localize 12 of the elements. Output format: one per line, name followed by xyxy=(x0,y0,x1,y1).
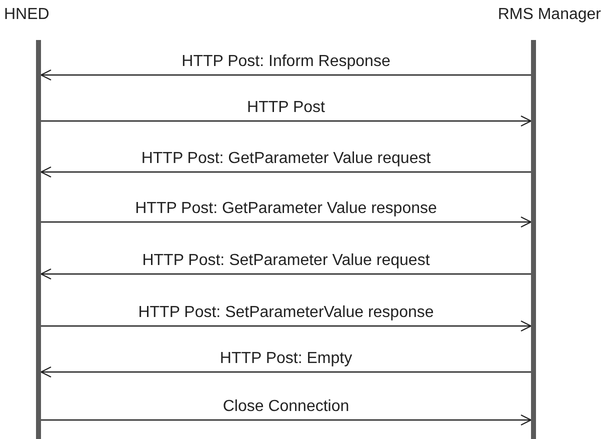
arrow xyxy=(41,115,532,127)
participant-name: HNED xyxy=(4,6,50,24)
edge-label: HTTP Post: Inform Response xyxy=(180,53,392,71)
arrow xyxy=(40,69,531,81)
arrow xyxy=(40,268,531,280)
participant-name: RMS Manager xyxy=(498,6,601,24)
arrow xyxy=(40,166,531,178)
edge-label: HTTP Post: GetParameter Value response xyxy=(133,200,439,218)
arrow xyxy=(41,216,532,228)
arrow xyxy=(40,366,531,378)
arrow xyxy=(41,320,532,332)
arrow xyxy=(41,414,532,426)
